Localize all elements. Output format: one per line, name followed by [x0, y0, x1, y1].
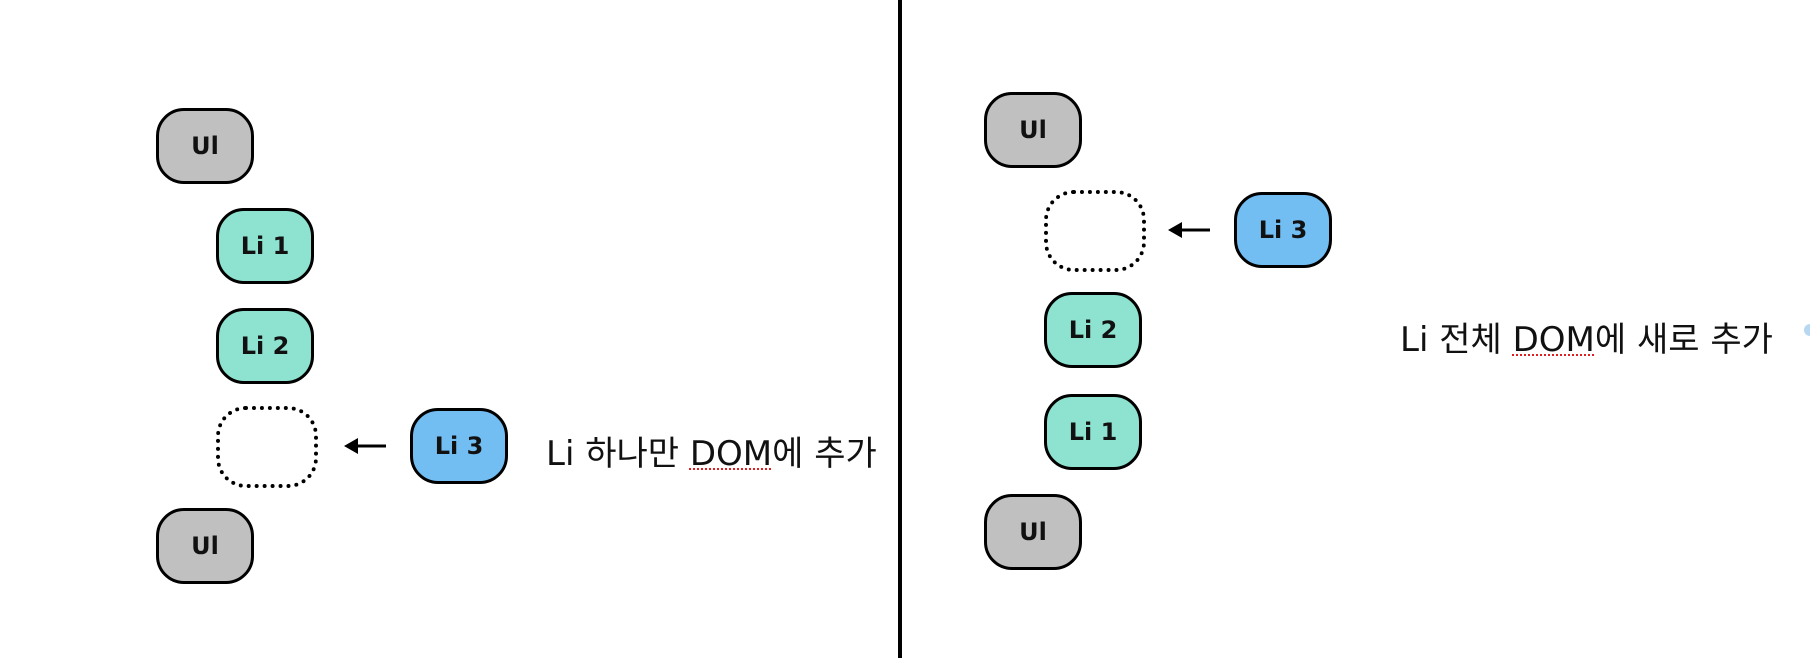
panel-divider	[898, 0, 902, 658]
left-ul-bottom-node: Ul	[156, 508, 254, 584]
left-li-2-node: Li 2	[216, 308, 314, 384]
right-insert-arrow-icon	[1168, 222, 1210, 238]
left-li-1-node: Li 1	[216, 208, 314, 284]
right-caption-prefix: Li 전체	[1400, 320, 1513, 360]
right-li-3-new-node: Li 3	[1234, 192, 1332, 268]
edge-partial-dot	[1804, 324, 1810, 336]
right-ul-bottom-node: Ul	[984, 494, 1082, 570]
left-caption-dom: DOM	[689, 434, 773, 474]
right-li-2-node: Li 2	[1044, 292, 1142, 368]
right-caption-suffix: 에 새로 추가	[1594, 320, 1773, 360]
right-empty-slot	[1044, 190, 1146, 272]
left-insert-arrow-icon	[344, 438, 386, 454]
left-caption-suffix: 에 추가	[772, 434, 877, 474]
left-li-3-new-node: Li 3	[410, 408, 508, 484]
right-caption-dom: DOM	[1512, 320, 1595, 360]
right-li-1-node: Li 1	[1044, 394, 1142, 470]
left-caption: Li 하나만 DOM에 추가	[546, 426, 877, 475]
right-ul-top-node: Ul	[984, 92, 1082, 168]
left-caption-prefix: Li 하나만	[546, 434, 690, 474]
right-caption: Li 전체 DOM에 새로 추가	[1400, 312, 1773, 361]
left-ul-top-node: Ul	[156, 108, 254, 184]
left-empty-slot	[216, 406, 318, 488]
